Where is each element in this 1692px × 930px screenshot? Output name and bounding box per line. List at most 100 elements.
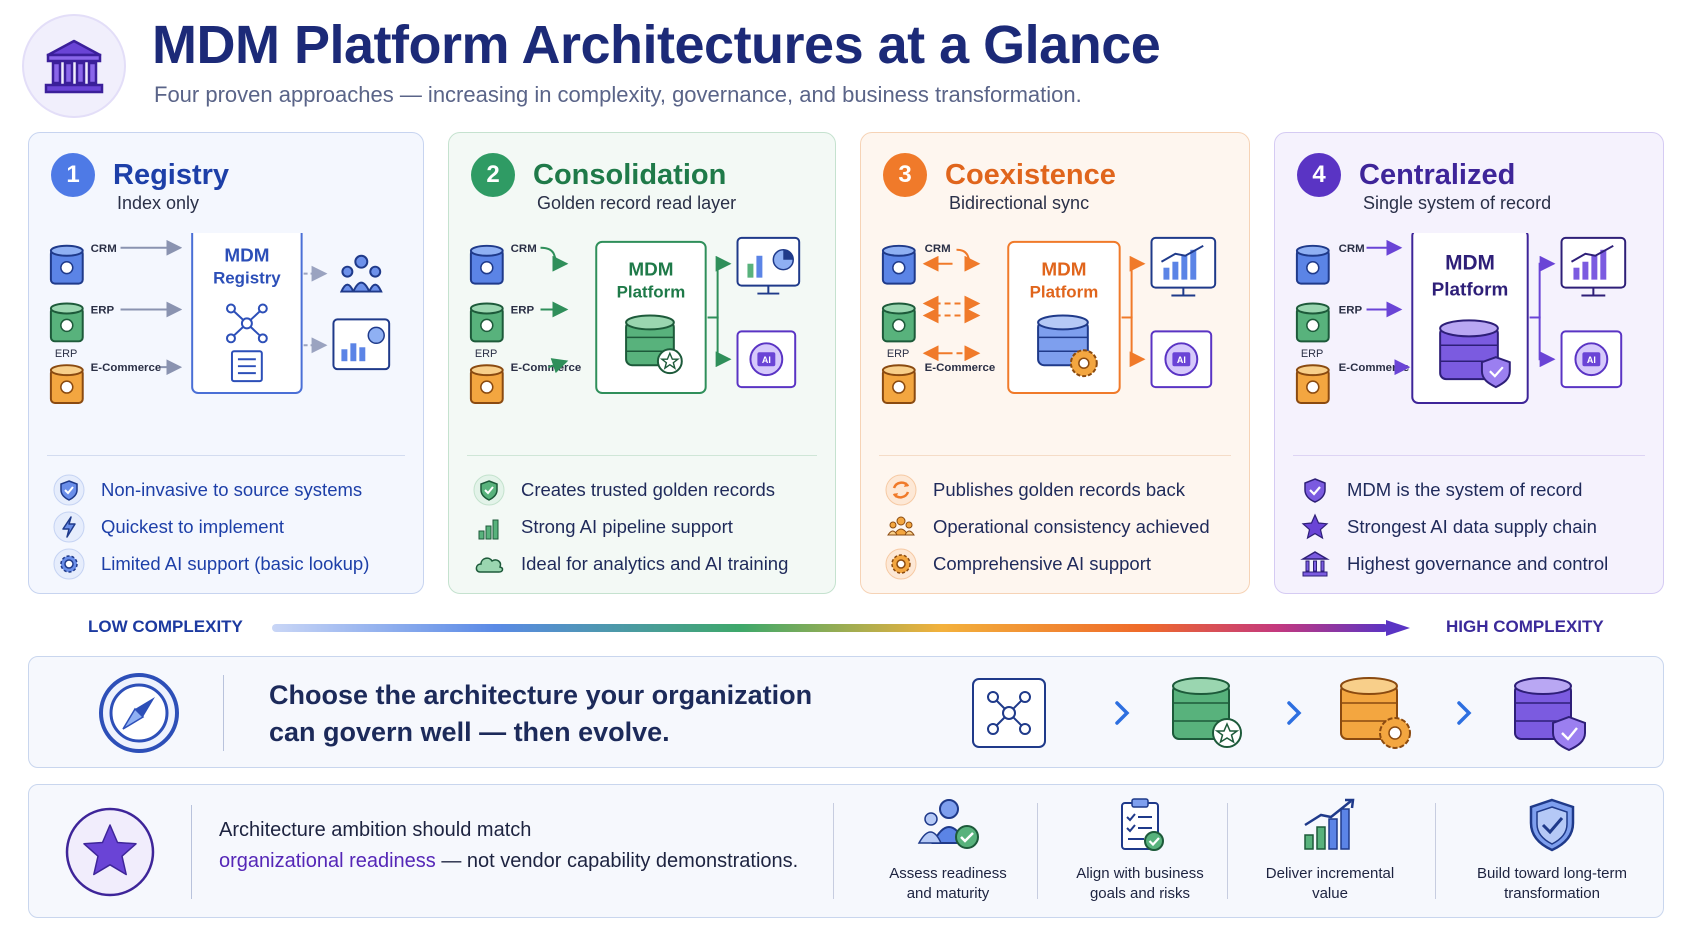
source-label-ecommerce: E-Commerce — [511, 362, 582, 374]
source-label-erp: ERP — [511, 304, 535, 316]
shield-check-icon — [51, 472, 87, 508]
ai-gear-icon — [883, 546, 919, 582]
hub-label-1: MDM — [224, 246, 269, 267]
hub-label-1: MDM — [1445, 252, 1495, 275]
database-gear-icon — [1340, 677, 1411, 749]
banner-line-1: Choose the architecture your organizatio… — [269, 680, 813, 710]
crm-database-icon — [1295, 244, 1330, 285]
erp-caption: ERP — [1301, 348, 1324, 360]
page-title: MDM Platform Architectures at a Glance — [152, 15, 1161, 75]
erp-database-icon — [1295, 302, 1330, 343]
bar-chart-icon — [471, 509, 507, 545]
crm-database-icon — [881, 244, 916, 285]
ai-badge-label: AI — [1177, 355, 1186, 365]
growth-chart-icon — [1304, 798, 1355, 850]
feature-item: Ideal for analytics and AI training — [471, 545, 788, 582]
step-number: 4 — [1297, 153, 1341, 197]
database-shield-icon — [1439, 319, 1511, 389]
guidance-banner: Choose the architecture your organizatio… — [28, 656, 1664, 768]
card-subtitle: Golden record read layer — [537, 193, 737, 213]
step-number: 3 — [883, 153, 927, 197]
card-coexistence: 3 Coexistence Bidirectional sync CRM ERP… — [860, 132, 1250, 594]
database-gear-icon — [1037, 314, 1098, 378]
ai-badge-label: AI — [1587, 355, 1596, 365]
lightning-icon — [51, 509, 87, 545]
ecommerce-database-icon — [49, 364, 84, 404]
ecommerce-database-icon — [469, 364, 504, 404]
erp-caption: ERP — [887, 348, 910, 360]
erp-database-icon — [469, 302, 504, 343]
card-title: Registry — [113, 158, 230, 191]
compass-icon — [99, 673, 179, 753]
analytics-monitor-icon — [736, 236, 801, 295]
complexity-gradient-arrow — [272, 620, 1410, 636]
step-number: 1 — [51, 153, 95, 197]
page-subtitle: Four proven approaches — increasing in c… — [154, 82, 1082, 107]
chevron-right-icon — [1115, 701, 1130, 725]
source-label-crm: CRM — [1339, 243, 1365, 255]
crm-database-icon — [49, 244, 84, 285]
source-label-crm: CRM — [925, 243, 951, 255]
registry-diagram: CRM ERP ERP E-Commerce MDM Registry — [49, 233, 391, 404]
ai-brain-icon: AI — [1560, 330, 1623, 389]
star-icon — [65, 807, 155, 897]
feature-list: Creates trusted golden records Strong AI… — [471, 471, 788, 582]
card-consolidation: 2 Consolidation Golden record read layer… — [448, 132, 836, 594]
network-nodes-icon — [225, 303, 268, 344]
centralized-diagram: CRM ERP ERP E-Commerce MDM Platform — [1295, 233, 1627, 404]
ai-brain-icon: AI — [736, 330, 797, 389]
erp-database-icon — [881, 302, 916, 343]
erp-caption: ERP — [475, 348, 498, 360]
feature-item: Strong AI pipeline support — [471, 508, 788, 545]
source-label-ecommerce: E-Commerce — [1339, 362, 1410, 374]
ecommerce-database-icon — [881, 364, 916, 404]
dashboard-chart-icon — [332, 318, 391, 371]
hub-label-2: Registry — [213, 269, 281, 288]
evolution-icons — [972, 677, 1586, 752]
feature-item: Limited AI support (basic lookup) — [51, 545, 369, 582]
feature-list: Publishes golden records back Operationa… — [883, 471, 1210, 582]
database-shield-icon — [1514, 677, 1586, 752]
ai-gear-icon — [51, 546, 87, 582]
hub-label-1: MDM — [628, 260, 673, 281]
erp-caption: ERP — [55, 348, 77, 360]
users-group-icon — [339, 254, 383, 293]
card-centralized: 4 Centralized Single system of record CR… — [1274, 132, 1664, 594]
crm-database-icon — [469, 244, 504, 285]
bank-icon — [1297, 546, 1333, 582]
readiness-line-1: Architecture ambition should match — [219, 819, 532, 841]
coexistence-diagram: CRM ERP E-Commerce MDM Platform — [881, 236, 1217, 404]
source-label-erp: ERP — [91, 304, 115, 316]
consolidation-diagram: CRM ERP ERP E-Commerce MDM Platform — [469, 236, 801, 404]
people-check-icon — [917, 799, 979, 849]
hub-label-2: Platform — [1030, 283, 1099, 302]
bank-icon — [44, 39, 104, 94]
feature-item: Strongest AI data supply chain — [1297, 508, 1608, 545]
chevron-right-icon — [1287, 701, 1302, 725]
feature-item: Comprehensive AI support — [883, 545, 1210, 582]
card-subtitle: Single system of record — [1363, 193, 1552, 213]
cloud-icon — [471, 546, 507, 582]
feature-item: Highest governance and control — [1297, 545, 1608, 582]
feature-list: Non-invasive to source systems Quickest … — [51, 471, 369, 582]
document-icon — [230, 350, 263, 383]
banner-line-2: can govern well — then evolve. — [269, 717, 670, 747]
ai-badge-label: AI — [762, 355, 771, 365]
card-title: Centralized — [1359, 158, 1516, 191]
feature-item: Creates trusted golden records — [471, 471, 788, 508]
erp-database-icon — [49, 302, 84, 343]
hub-label-2: Platform — [1432, 280, 1509, 301]
growth-monitor-icon — [1560, 236, 1627, 297]
sync-icon — [883, 472, 919, 508]
card-subtitle: Bidirectional sync — [949, 193, 1090, 213]
logo — [22, 14, 126, 118]
ai-brain-icon: AI — [1150, 330, 1213, 389]
source-label-crm: CRM — [91, 243, 117, 255]
readiness-highlight: organizational readiness — [219, 850, 436, 872]
low-complexity-label: LOW COMPLEXITY — [88, 617, 243, 636]
source-label-ecommerce: E-Commerce — [925, 362, 996, 374]
source-label-ecommerce: E-Commerce — [91, 362, 162, 374]
